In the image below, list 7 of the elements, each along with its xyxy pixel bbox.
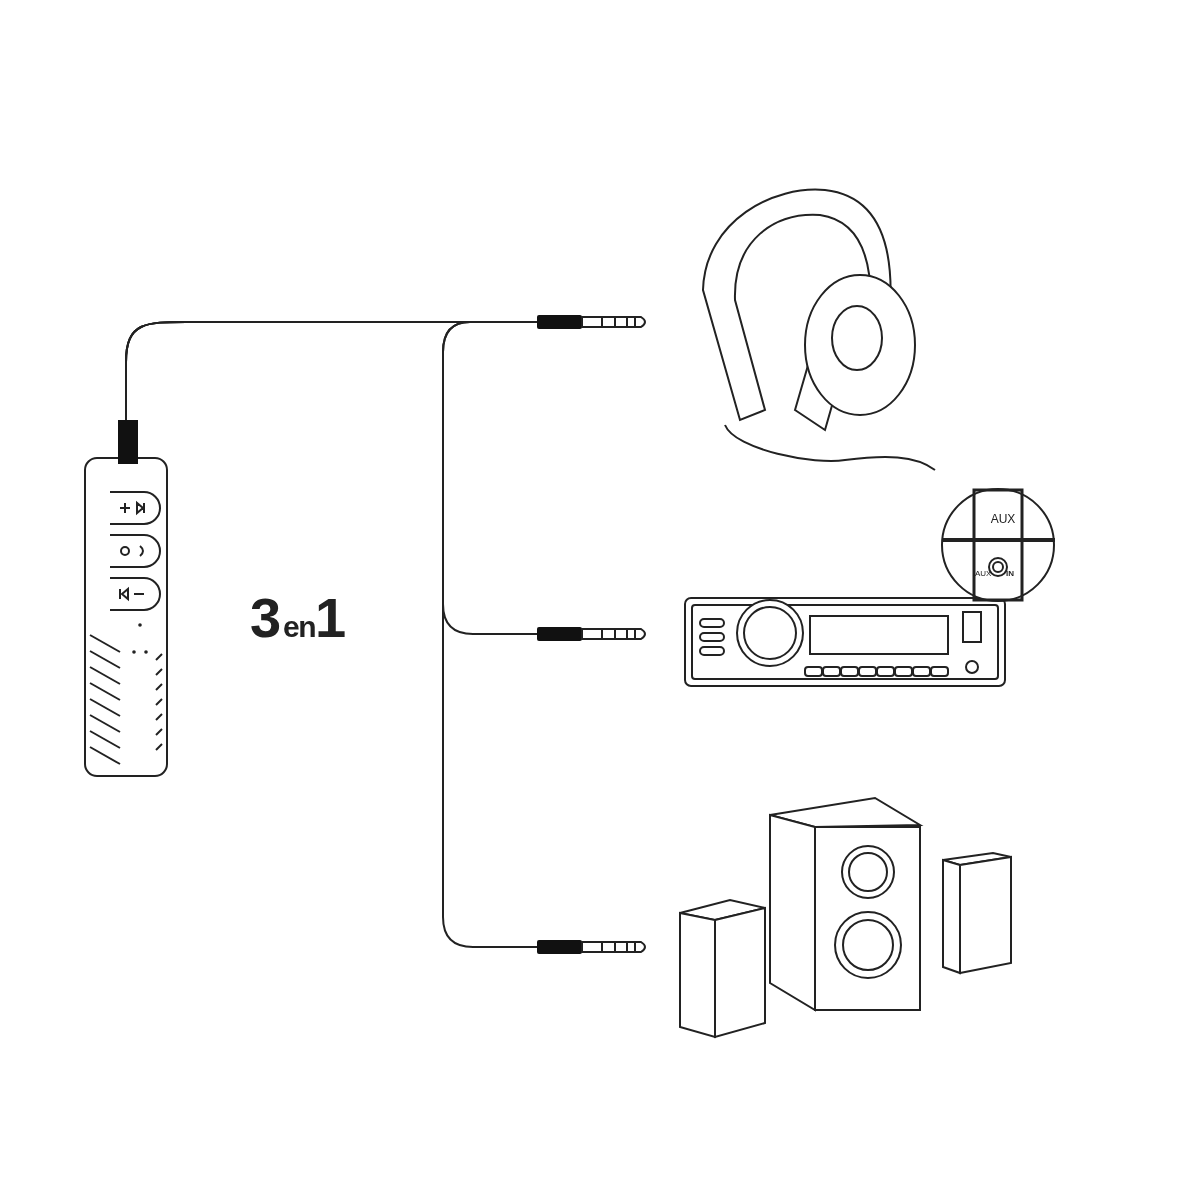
port-label: AUX xyxy=(975,570,992,578)
port-label: IN xyxy=(1006,570,1014,578)
title-text: en xyxy=(283,612,315,642)
title-text: 1 xyxy=(315,590,344,646)
port-label: AUX xyxy=(989,511,1017,528)
audio-cable xyxy=(125,321,538,948)
title-text: 3 xyxy=(250,590,279,646)
